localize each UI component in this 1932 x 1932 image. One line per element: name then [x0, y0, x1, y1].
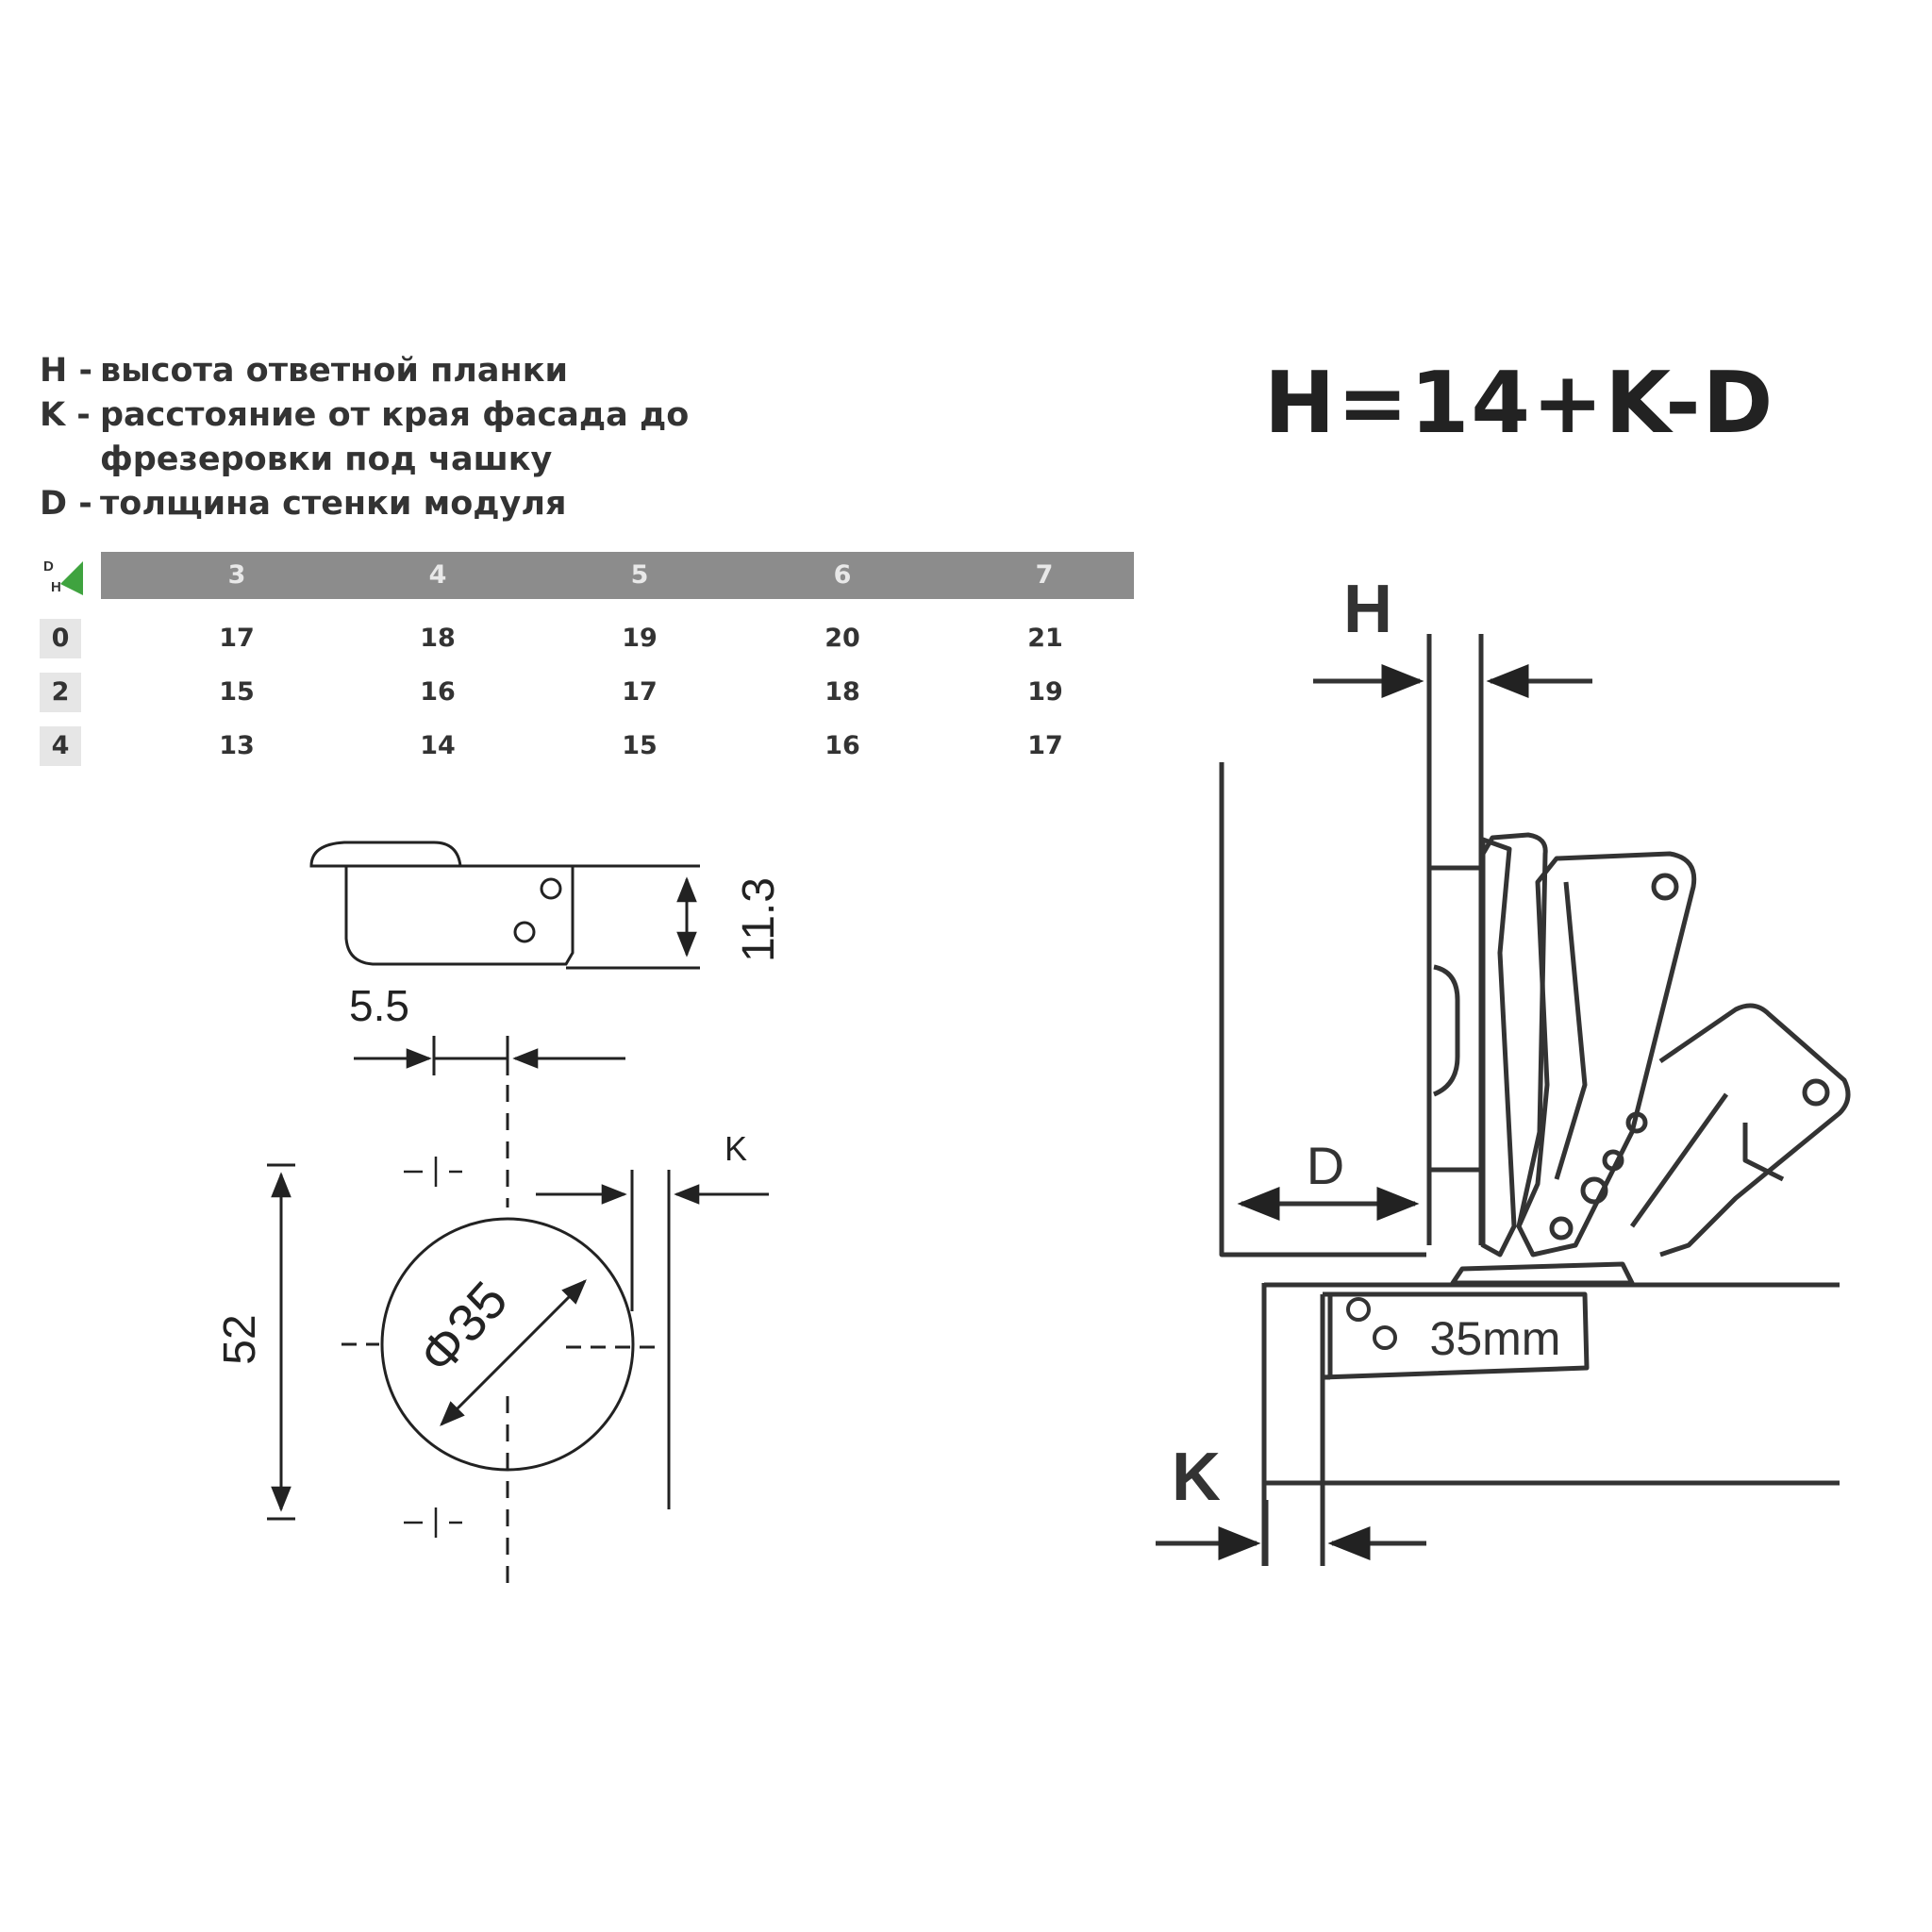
corner-bottom-label: H: [51, 579, 61, 595]
column-header: 7: [1035, 560, 1054, 590]
table-corner-icon: D H: [43, 558, 83, 595]
legend-row-k-cont: фрезеровки под чашку: [40, 438, 689, 482]
cup-circle: [380, 1217, 635, 1472]
table-cell: 13: [219, 731, 255, 760]
table-cell: 20: [824, 624, 860, 653]
column-header: 5: [630, 560, 649, 590]
table-cell: 14: [420, 731, 456, 760]
column-header: 3: [227, 560, 246, 590]
table-cell: 15: [219, 677, 255, 707]
table-cell: 21: [1027, 624, 1063, 653]
cup-depth-label: 11.3: [734, 877, 784, 962]
legend-text-k: расстояние от края фасада до: [100, 396, 690, 434]
row-header: 2: [40, 673, 81, 712]
table-cell: 17: [219, 624, 255, 653]
legend-row-d: D - толщина стенки модуля: [40, 482, 689, 526]
table-cell: 19: [1027, 677, 1063, 707]
formula: H=14+K-D: [1264, 354, 1775, 453]
table-cell: 16: [824, 731, 860, 760]
cup-drawing: 11.3 5.5 K 52: [215, 841, 784, 1590]
hinge-k-label: K: [1172, 1440, 1221, 1515]
screw-hole-mark: [404, 1507, 462, 1538]
row-header: 4: [40, 726, 81, 766]
table-cell: 17: [1027, 731, 1063, 760]
table-cell: 18: [420, 624, 456, 653]
legend-text-d: толщина стенки модуля: [100, 485, 567, 523]
legend-row-h: H - высота ответной планки: [40, 349, 689, 393]
legend-key-d: D -: [40, 485, 92, 523]
hinge-cup-label: 35mm: [1430, 1312, 1561, 1365]
legend-key-h: H -: [40, 352, 93, 390]
table-corner: D H: [40, 552, 91, 599]
cup-offset-label: 5.5: [349, 981, 409, 1030]
legend-text-k-cont: фрезеровки под чашку: [100, 441, 553, 478]
hinge-drawing: H D: [1156, 572, 1851, 1566]
table-cell: 18: [824, 677, 860, 707]
legend: H - высота ответной планки K - расстояни…: [40, 349, 689, 526]
cup-height-label: 52: [215, 1314, 265, 1364]
table-header: 3 4 5 6 7: [101, 552, 1134, 599]
table-cell: 15: [622, 731, 658, 760]
column-header: 6: [833, 560, 852, 590]
corner-top-label: D: [43, 558, 54, 575]
legend-key-k: K -: [40, 396, 91, 434]
row-header: 0: [40, 619, 81, 658]
cup-k-label: K: [724, 1129, 747, 1168]
legend-text-h: высота ответной планки: [100, 352, 569, 390]
hinge-d-label: D: [1307, 1136, 1344, 1195]
table-cell: 19: [622, 624, 658, 653]
cup-side-view: [309, 841, 700, 970]
legend-row-k: K - расстояние от края фасада до: [40, 393, 689, 438]
hinge-h-label: H: [1343, 572, 1392, 647]
table-cell: 17: [622, 677, 658, 707]
screw-hole-mark: [404, 1157, 462, 1187]
table-cell: 16: [420, 677, 456, 707]
cup-diameter-label: Φ35: [407, 1270, 518, 1385]
column-header: 4: [428, 560, 447, 590]
